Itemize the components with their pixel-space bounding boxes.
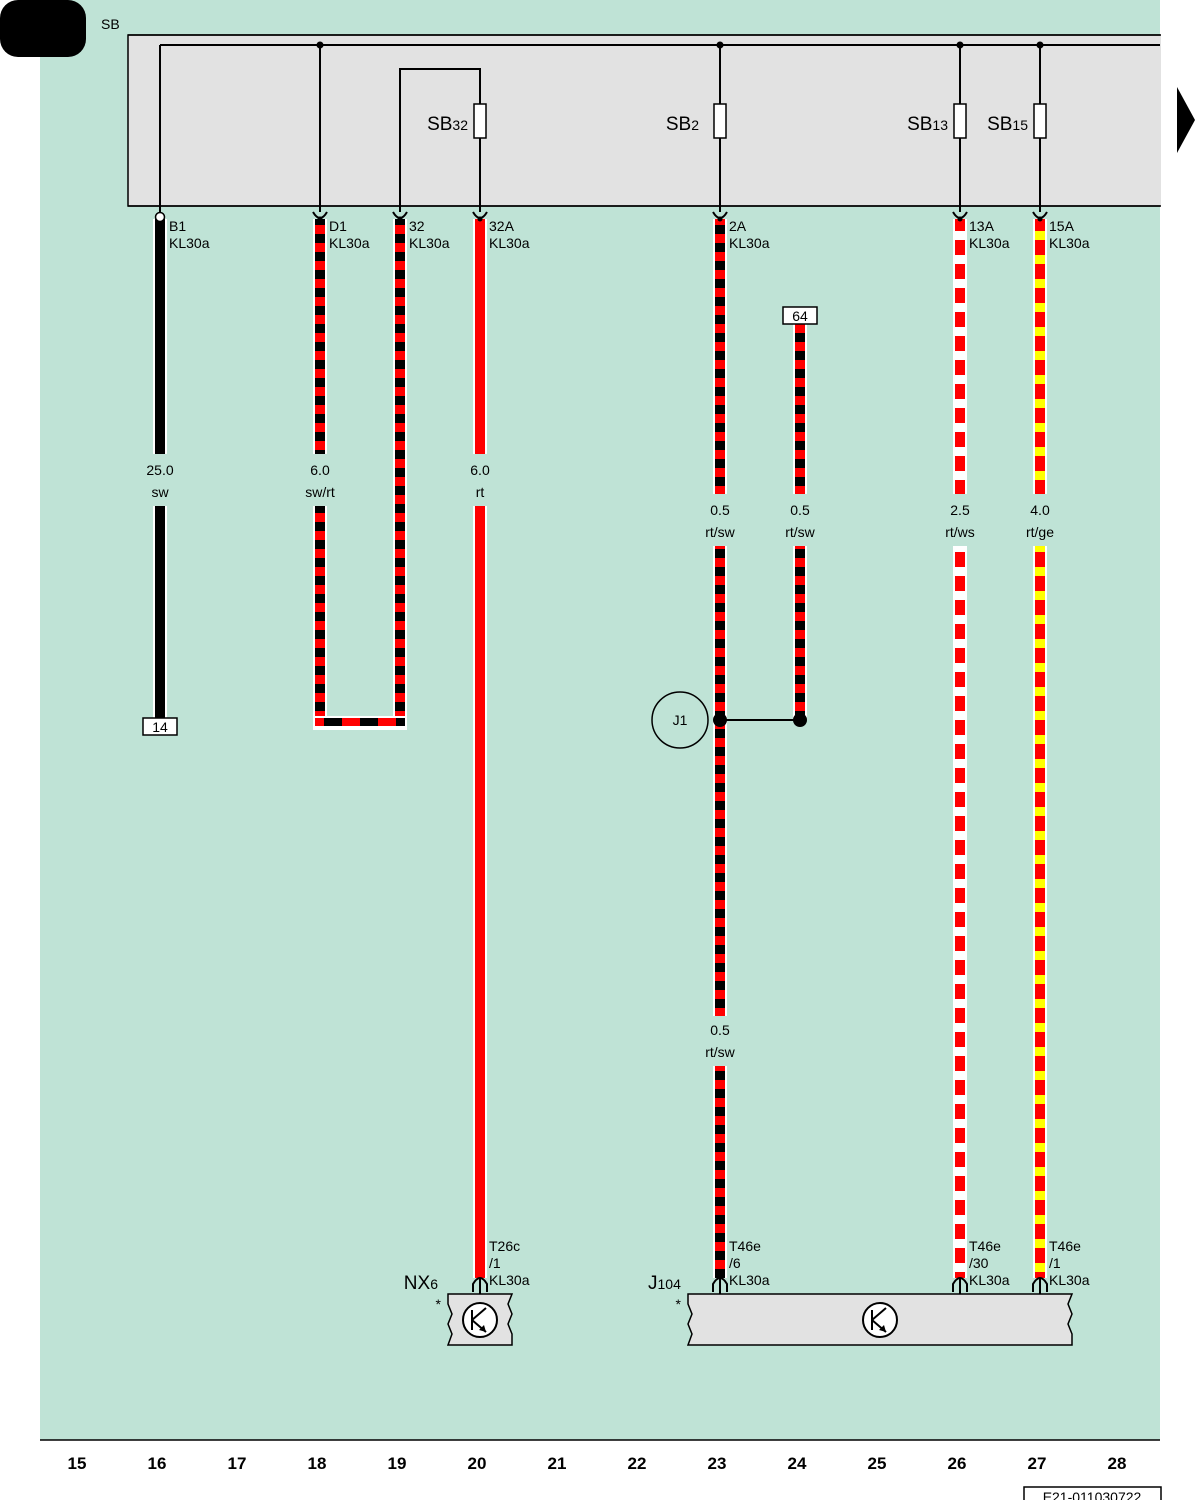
- fuse-sb2: SB2: [666, 103, 727, 139]
- fuse-box: [127, 34, 1189, 207]
- svg-text:J1: J1: [673, 712, 688, 728]
- svg-text:E21-011030722: E21-011030722: [1043, 1489, 1142, 1500]
- fuse-sb32: SB32: [427, 103, 487, 139]
- svg-text:19: 19: [388, 1454, 407, 1473]
- svg-text:SB13: SB13: [907, 114, 948, 135]
- svg-text:6.0: 6.0: [310, 462, 330, 478]
- svg-text:KL30a: KL30a: [729, 1272, 770, 1288]
- internal-bus: [159, 44, 1160, 214]
- svg-text:rt/sw: rt/sw: [705, 524, 735, 540]
- svg-text:15: 15: [68, 1454, 87, 1473]
- svg-text:26: 26: [948, 1454, 967, 1473]
- svg-text:rt: rt: [476, 484, 485, 500]
- svg-text:/30: /30: [969, 1255, 989, 1271]
- svg-text:SB32: SB32: [427, 114, 468, 135]
- transistor-icon: [862, 1302, 898, 1338]
- svg-text:25.0: 25.0: [146, 462, 173, 478]
- svg-text:T46e: T46e: [729, 1238, 761, 1254]
- wire-labels: 25.0sw 6.0sw/rt 6.0rt 0.5rt/sw 0.5rt/sw …: [146, 462, 1054, 1060]
- svg-text:KL30a: KL30a: [1049, 235, 1090, 251]
- fuse-sb13: SB13: [907, 103, 967, 139]
- svg-text:0.5: 0.5: [710, 502, 730, 518]
- svg-text:13A: 13A: [969, 218, 995, 234]
- svg-text:KL30a: KL30a: [489, 235, 530, 251]
- svg-text:15A: 15A: [1049, 218, 1075, 234]
- svg-text:20: 20: [468, 1454, 487, 1473]
- svg-text:17: 17: [228, 1454, 247, 1473]
- svg-text:J104: J104: [648, 1273, 681, 1294]
- svg-text:T26c: T26c: [489, 1238, 520, 1254]
- svg-text:0.5: 0.5: [790, 502, 810, 518]
- fuse-sb15: SB15: [987, 103, 1047, 139]
- wire-2a: [713, 219, 727, 1278]
- wire-b1: [153, 219, 167, 718]
- svg-text:KL30a: KL30a: [169, 235, 210, 251]
- wire-d1-loop: [313, 219, 407, 730]
- svg-text:NX6: NX6: [404, 1273, 438, 1294]
- ref-box-64: 64: [782, 306, 818, 325]
- svg-text:23: 23: [708, 1454, 727, 1473]
- svg-text:32: 32: [409, 218, 425, 234]
- svg-text:25: 25: [868, 1454, 887, 1473]
- svg-text:T46e: T46e: [969, 1238, 1001, 1254]
- junction-j1: J1: [651, 691, 807, 749]
- svg-text:14: 14: [152, 719, 168, 735]
- wire-ref64: [793, 324, 807, 718]
- wire-13a: [953, 219, 967, 1278]
- svg-text:64: 64: [792, 308, 808, 324]
- svg-text:28: 28: [1108, 1454, 1127, 1473]
- svg-text:rt/sw: rt/sw: [705, 1044, 735, 1060]
- svg-text:sw: sw: [151, 484, 169, 500]
- svg-text:SB2: SB2: [666, 114, 699, 135]
- svg-text:D1: D1: [329, 218, 347, 234]
- ground-symbol-icon: [462, 1302, 498, 1338]
- svg-text:T46e: T46e: [1049, 1238, 1081, 1254]
- svg-text:*: *: [436, 1296, 442, 1312]
- svg-text:B1: B1: [169, 218, 186, 234]
- continue-arrow-icon: [1177, 87, 1195, 153]
- svg-text:/1: /1: [1049, 1255, 1061, 1271]
- svg-text:32A: 32A: [489, 218, 515, 234]
- svg-text:2.5: 2.5: [950, 502, 970, 518]
- svg-text:KL30a: KL30a: [969, 235, 1010, 251]
- page-tab: [0, 0, 86, 57]
- svg-text:KL30a: KL30a: [969, 1272, 1010, 1288]
- svg-text:SB15: SB15: [987, 114, 1028, 135]
- axis-labels: 15 16 17 18 19 20 21 22 23 24 25 26 27 2…: [68, 1454, 1127, 1473]
- svg-text:27: 27: [1028, 1454, 1047, 1473]
- svg-text:KL30a: KL30a: [409, 235, 450, 251]
- svg-text:6.0: 6.0: [470, 462, 490, 478]
- svg-text:16: 16: [148, 1454, 167, 1473]
- ref-box-14: 14: [142, 717, 178, 736]
- svg-text:*: *: [676, 1296, 682, 1312]
- svg-text:24: 24: [788, 1454, 807, 1473]
- svg-text:21: 21: [548, 1454, 567, 1473]
- svg-text:sw/rt: sw/rt: [305, 484, 335, 500]
- svg-text:KL30a: KL30a: [729, 235, 770, 251]
- doc-code: E21-011030722: [1023, 1486, 1162, 1500]
- sb-title: SB: [101, 16, 120, 32]
- svg-text:2A: 2A: [729, 218, 747, 234]
- svg-text:KL30a: KL30a: [489, 1272, 530, 1288]
- svg-text:4.0: 4.0: [1030, 502, 1050, 518]
- svg-text:KL30a: KL30a: [1049, 1272, 1090, 1288]
- svg-text:KL30a: KL30a: [329, 235, 370, 251]
- bottom-pins: [472, 1277, 1048, 1296]
- svg-text:/1: /1: [489, 1255, 501, 1271]
- top-pins: [154, 211, 1048, 223]
- bus-dots: [316, 41, 1044, 49]
- svg-text:rt/ws: rt/ws: [945, 524, 975, 540]
- wire-15a: [1033, 219, 1047, 1278]
- wire-32a: [473, 219, 487, 1278]
- svg-text:rt/ge: rt/ge: [1026, 524, 1054, 540]
- svg-text:18: 18: [308, 1454, 327, 1473]
- svg-text:rt/sw: rt/sw: [785, 524, 815, 540]
- svg-text:0.5: 0.5: [710, 1022, 730, 1038]
- svg-text:22: 22: [628, 1454, 647, 1473]
- diagram-background: [40, 0, 1160, 1440]
- svg-text:/6: /6: [729, 1255, 741, 1271]
